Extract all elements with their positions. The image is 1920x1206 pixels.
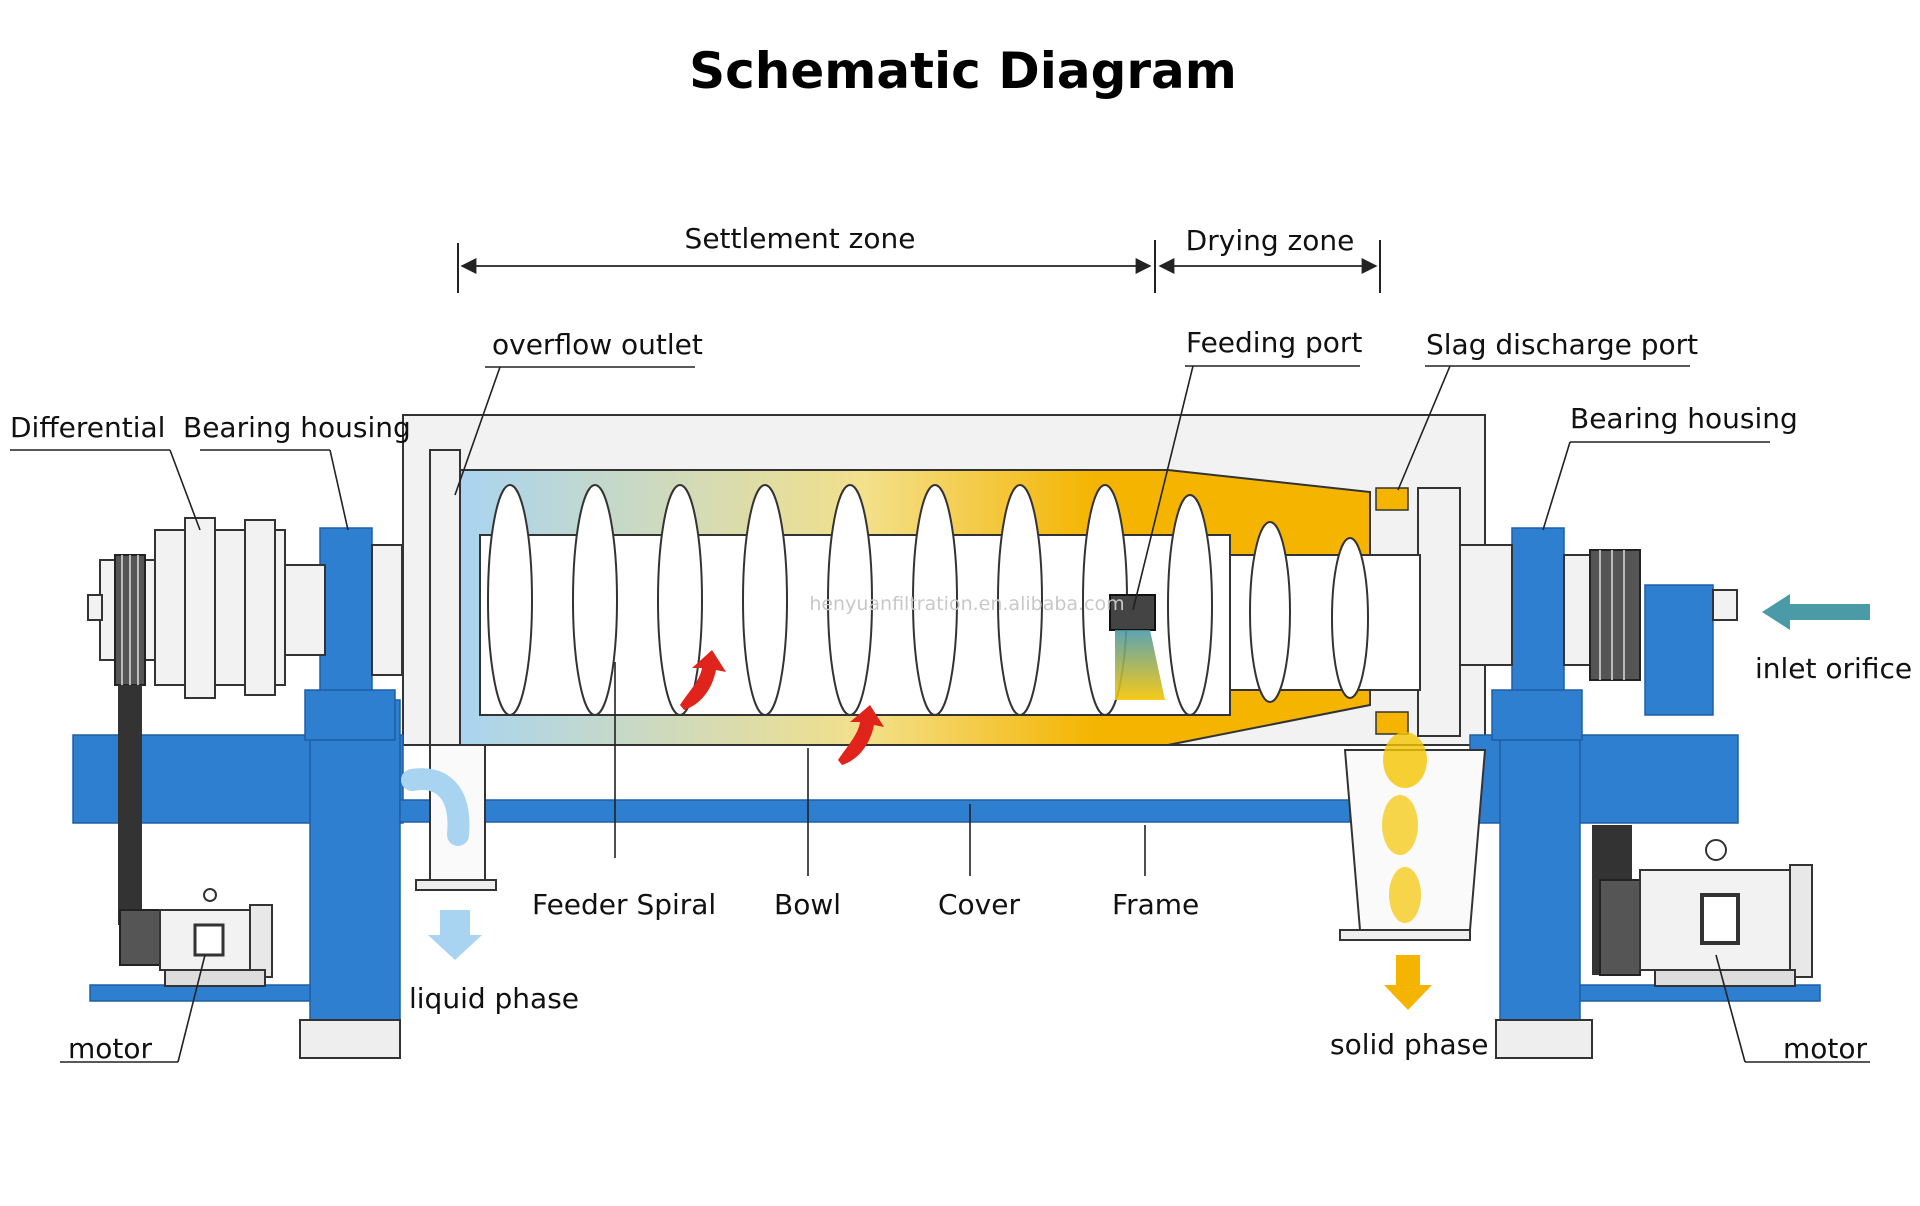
drying-zone-label: Drying zone xyxy=(1186,224,1355,257)
slag-port-top xyxy=(1375,487,1409,511)
solid-down-arrow xyxy=(1384,955,1432,1010)
right-shaft xyxy=(1459,544,1513,666)
left-pulley xyxy=(114,554,146,925)
leader-lines xyxy=(10,365,1870,1063)
diagram-title: Schematic Diagram xyxy=(689,42,1237,100)
bearing-pedestal-left xyxy=(304,689,396,741)
solid-phase-label: solid phase xyxy=(1330,1028,1488,1061)
bearing-pedestal-right xyxy=(1491,689,1583,741)
watermark: henyuanfiltration.en.alibaba.com xyxy=(809,593,1124,615)
bowl-label: Bowl xyxy=(774,888,841,921)
slag-port-bottom xyxy=(1375,711,1409,735)
feeding-port-label: Feeding port xyxy=(1186,326,1362,359)
differential xyxy=(87,517,403,699)
slag-discharge-port-label: Slag discharge port xyxy=(1426,328,1698,361)
bearing-housing-right-label: Bearing housing xyxy=(1570,402,1798,435)
solid-discharge xyxy=(1339,732,1487,1010)
bowl-right-flange xyxy=(1417,487,1461,737)
feeder-spiral xyxy=(487,484,1369,716)
feed-stream xyxy=(1115,630,1165,700)
flow-arrow-2 xyxy=(838,705,884,765)
settlement-zone-label: Settlement zone xyxy=(685,222,916,255)
overflow-outlet-label: overflow outlet xyxy=(492,328,703,361)
cover-label: Cover xyxy=(938,888,1020,921)
inlet-orifice-label: inlet orifice xyxy=(1755,652,1912,685)
bowl-left-flange xyxy=(429,449,461,761)
frame xyxy=(72,699,1821,1059)
motor-right xyxy=(1599,839,1813,987)
motor-left-label: motor xyxy=(68,1032,153,1065)
bearing-housing-right xyxy=(1511,527,1565,719)
differential-label: Differential xyxy=(10,411,165,444)
motor-right-label: motor xyxy=(1783,1032,1868,1065)
flow-arrow-1 xyxy=(680,650,726,710)
inlet-arrow xyxy=(1762,594,1870,630)
zone-dimensions xyxy=(457,240,1381,293)
liquid-down-arrow xyxy=(428,910,482,960)
frame-label: Frame xyxy=(1112,888,1199,921)
feeder-spiral-label: Feeder Spiral xyxy=(532,888,716,921)
liquid-phase-label: liquid phase xyxy=(409,982,579,1015)
feed-pipe-outlet xyxy=(1109,594,1156,631)
bearing-housing-left-label: Bearing housing xyxy=(183,411,411,444)
motor-left xyxy=(119,888,273,987)
liquid-discharge xyxy=(401,744,497,960)
